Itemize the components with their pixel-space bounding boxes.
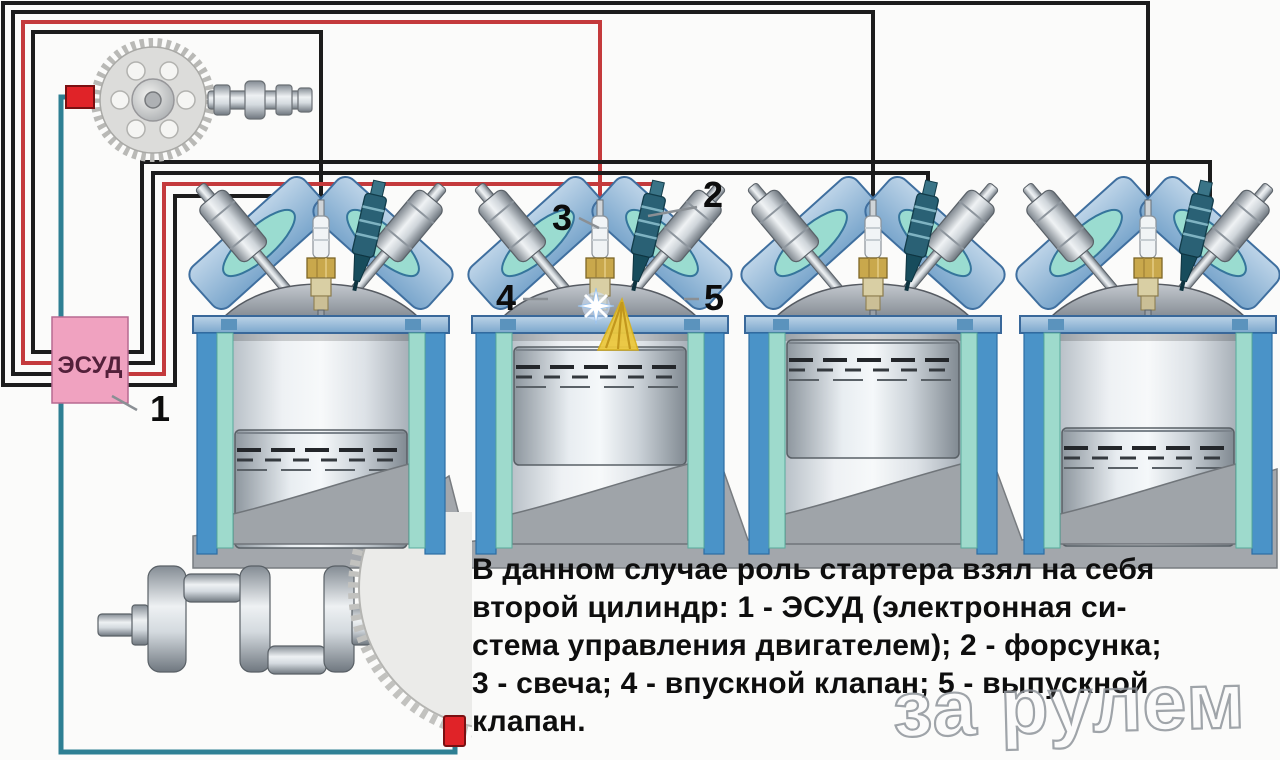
ecu-box: ЭСУД [51,316,129,404]
callout-1: 1 [150,388,170,429]
caption-line-3: стема управления двигателем); 2 - форсун… [472,629,1162,662]
caption-line-1: В данном случае роль стартера взял на се… [472,553,1155,586]
crank-web-2 [239,565,271,673]
caption-line-2: второй цилиндр: 1 - ЭСУД (электронная си… [472,591,1127,624]
wire-spark-cylinder-3 [11,10,875,376]
crank-web-3 [323,565,355,673]
crank-web-1 [147,565,187,673]
crank-pin-1 [183,573,243,603]
cylinder-1 [184,172,457,554]
cylinder-4 [1011,172,1280,554]
wire-spark-cylinder-4 [1,1,1150,387]
caption-text: В данном случае роль стартера взял на се… [472,551,1277,741]
wire-spark-cylinder-1 [31,30,323,354]
camshaft [207,80,313,120]
camshaft-position-sensor [65,85,95,109]
wire-spark-cylinder-2-active [21,20,602,365]
callout-2: 2 [703,174,723,215]
cylinder-3 [736,172,1009,554]
spark-flash [577,287,615,325]
callout-5: 5 [704,277,724,318]
callout-leaders [111,205,699,412]
caption-line-4: 3 - свеча; 4 - впускной клапан; 5 - выпу… [472,667,1149,700]
ecu-label: ЭСУД [58,352,123,379]
wire-camshaft-sensor [58,94,68,317]
flywheel-gear [348,512,472,738]
fuel-spray [596,296,640,351]
crankshaft-position-sensor [443,715,466,747]
callout-4: 4 [496,277,516,318]
camshaft-sprocket [91,38,215,162]
watermark: за рулем [891,654,1248,754]
cylinder-2 [463,172,736,554]
crank-pin-2 [267,645,327,675]
caption-line-5: клапан. [472,705,586,738]
callout-3: 3 [552,197,572,238]
crankshaft [97,565,375,675]
